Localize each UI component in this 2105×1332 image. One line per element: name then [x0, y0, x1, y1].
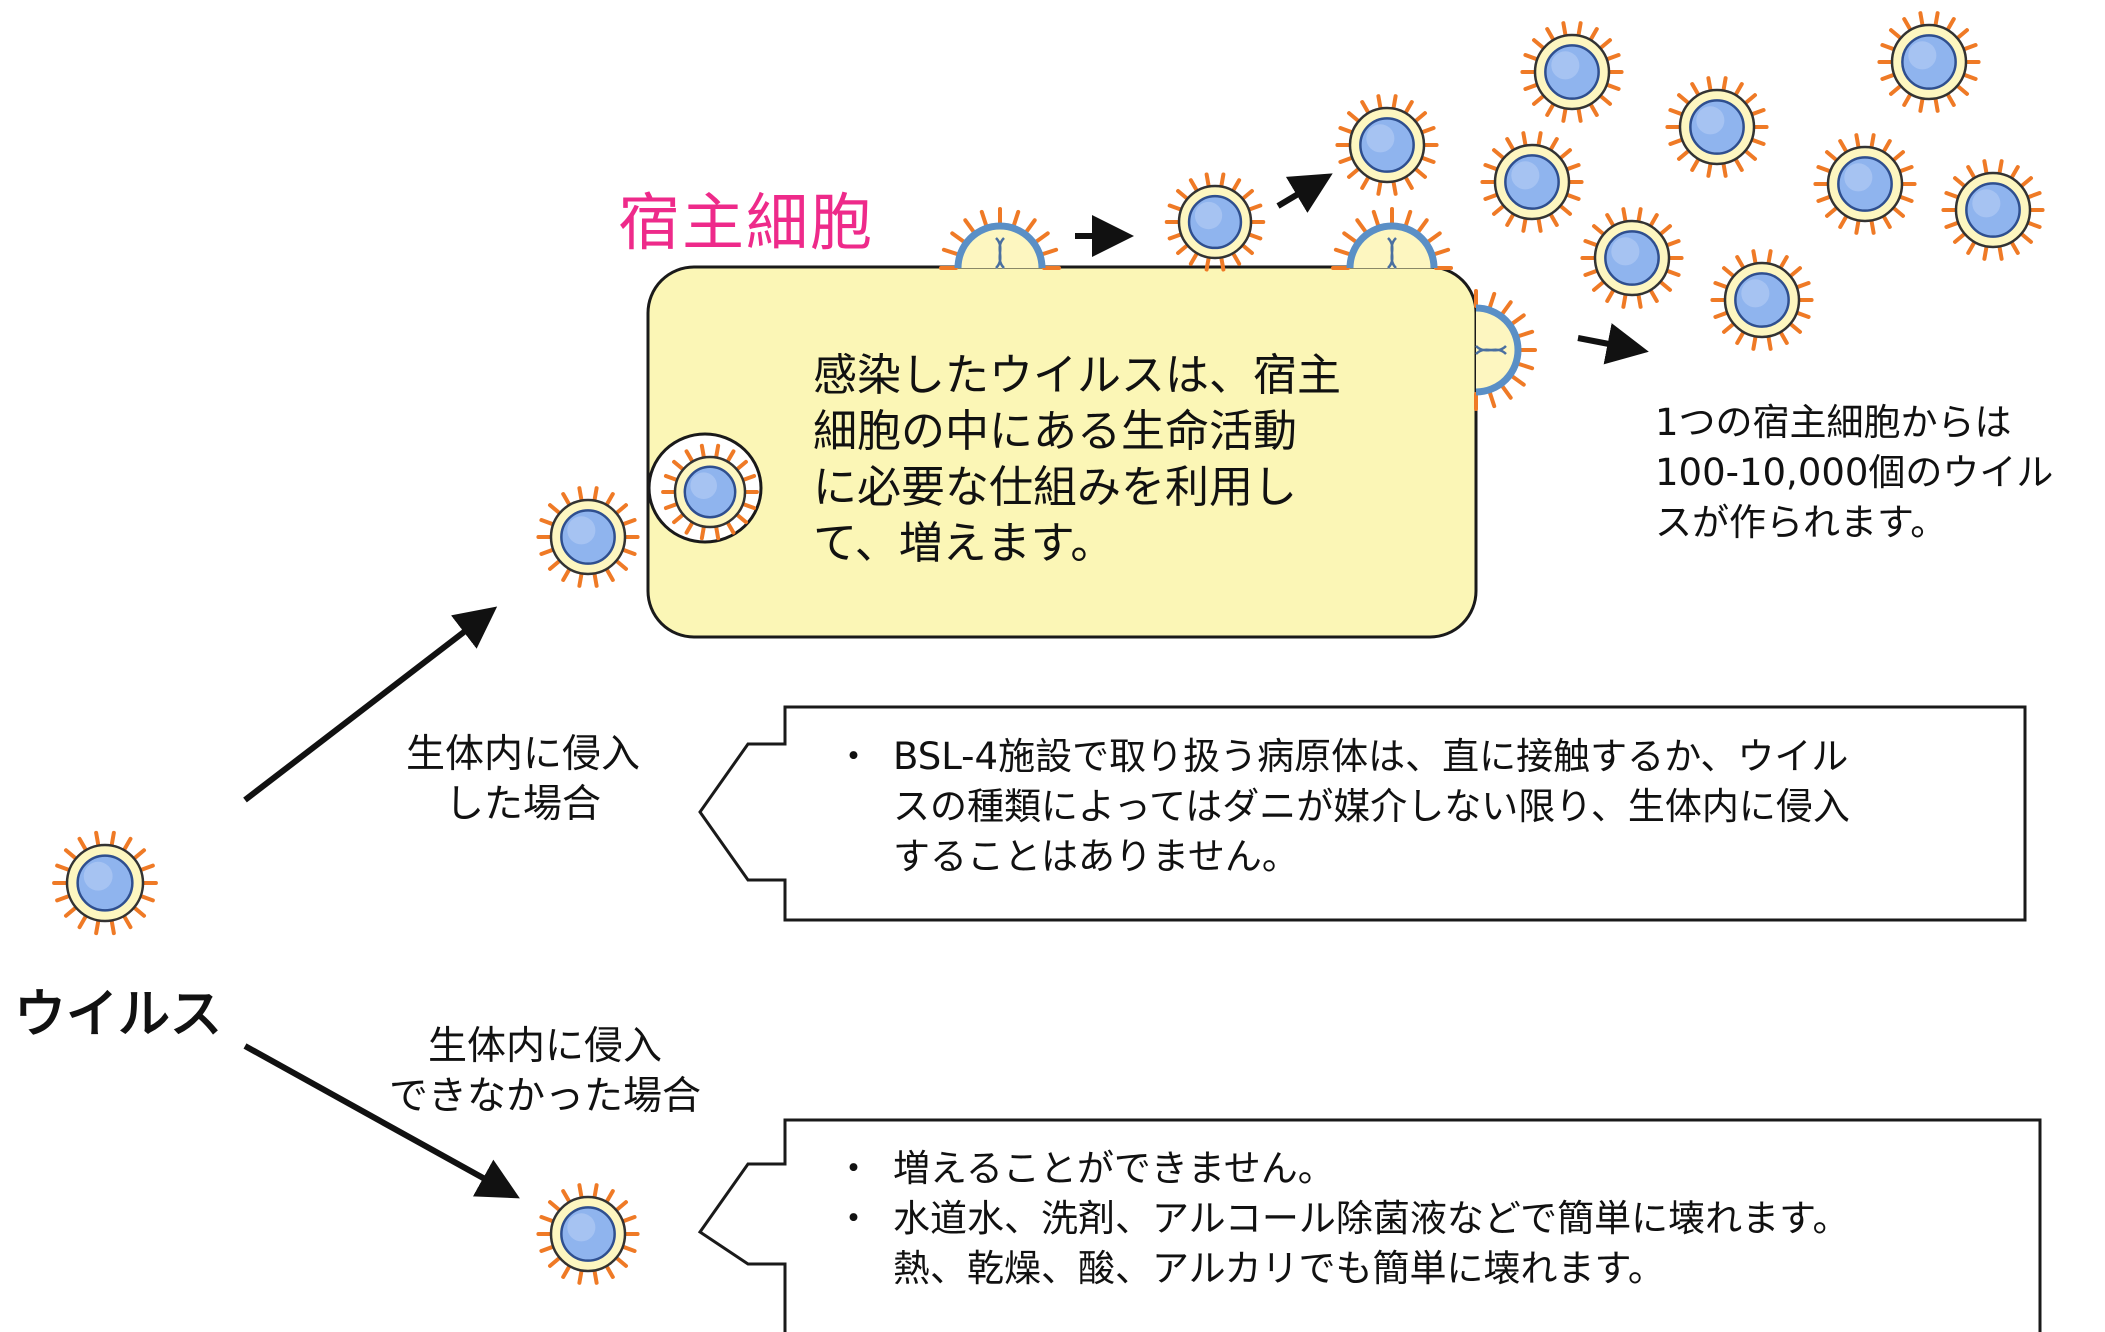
bullet-marker: ・ [835, 1197, 872, 1240]
bullet-line: 増えることができません。 [893, 1147, 1335, 1190]
case-invaded-label: 生体内に侵入 した場合 [388, 730, 658, 830]
fail-arrow [243, 1043, 520, 1199]
virus-particle-icon [536, 1183, 640, 1285]
virus-particle-icon [1710, 249, 1814, 351]
bullet-item: ・ 増えることができません。 [835, 1144, 2005, 1194]
host-cell-title: 宿主細胞 [618, 186, 875, 259]
virus-particle-icon [1580, 207, 1684, 309]
yield-note-line: 1つの宿主細胞からは [1655, 401, 2012, 444]
virus-label: ウイルス [14, 985, 223, 1045]
virus-particle-icon [1480, 131, 1584, 233]
yield-note-line: スが作られます。 [1655, 501, 1948, 544]
host-desc-line: 感染したウイルスは、宿主 [813, 350, 1341, 401]
invaded-bullets: ・ BSL-4施設で取り扱う病原体は、直に接触するか、ウイル スの種類によっては… [835, 732, 2005, 882]
info-box-not-invaded [697, 1118, 2042, 1332]
host-desc-line: 細胞の中にある生命活動 [813, 406, 1297, 457]
budding-virus-icon [939, 207, 1061, 270]
virus-particle-icon [1941, 159, 2045, 261]
yield-note-line: 100-10,000個のウイル [1655, 451, 2054, 494]
virus-particle-icon [1164, 172, 1266, 272]
bullet-item: ・ 水道水、洗剤、アルコール除菌液などで簡単に壊れます。 熱、乾燥、酸、アルカリ… [835, 1194, 2005, 1294]
host-cell-description: 感染したウイルスは、宿主 細胞の中にある生命活動 に必要な仕組みを利用し て、増… [813, 348, 1341, 572]
bullet-line: 熱、乾燥、酸、アルカリでも簡単に壊れます。 [893, 1247, 1665, 1290]
budding-virus-icon [1474, 289, 1537, 411]
info-box-invaded [698, 705, 2027, 922]
case-label-line: 生体内に侵入 [405, 732, 640, 777]
virus-particle-icon [1813, 133, 1917, 235]
host-desc-line: に必要な仕組みを利用し [813, 462, 1297, 513]
bullet-marker: ・ [835, 1147, 872, 1190]
case-label-line: 生体内に侵入 [427, 1024, 662, 1069]
bullet-line: BSL-4施設で取り扱う病原体は、直に接触するか、ウイル [893, 735, 1849, 778]
host-desc-line: て、増えます。 [813, 518, 1115, 569]
bullet-item: ・ BSL-4施設で取り扱う病原体は、直に接触するか、ウイル スの種類によっては… [835, 732, 2005, 882]
case-label-line: できなかった場合 [388, 1074, 701, 1119]
case-label-line: した場合 [444, 782, 601, 827]
not-invaded-bullets: ・ 増えることができません。 ・ 水道水、洗剤、アルコール除菌液などで簡単に壊れ… [835, 1144, 2005, 1294]
virus-particle-icon [1520, 21, 1624, 123]
bullet-line: することはありません。 [893, 835, 1299, 878]
virus-particle-icon [1335, 94, 1439, 196]
case-not-invaded-label: 生体内に侵入 できなかった場合 [370, 1022, 720, 1122]
virus-particle-icon [661, 443, 759, 541]
yield-note: 1つの宿主細胞からは 100-10,000個のウイル スが作られます。 [1655, 398, 2053, 548]
bullet-line: 水道水、洗剤、アルコール除菌液などで簡単に壊れます。 [893, 1197, 1850, 1240]
bullet-line: スの種類によってはダニが媒介しない限り、生体内に侵入 [893, 785, 1850, 828]
virus-particle-icon [536, 486, 640, 588]
invade-arrow [243, 606, 498, 803]
release-arrow-3 [1577, 323, 1649, 365]
budding-virus-icon [1331, 207, 1453, 270]
release-arrow-2 [1276, 173, 1333, 213]
virus-particle-icon [52, 830, 158, 936]
host-cell [646, 265, 1478, 639]
bullet-marker: ・ [835, 735, 872, 778]
virus-particle-icon [1877, 11, 1981, 113]
virus-particle-icon [1665, 76, 1769, 178]
